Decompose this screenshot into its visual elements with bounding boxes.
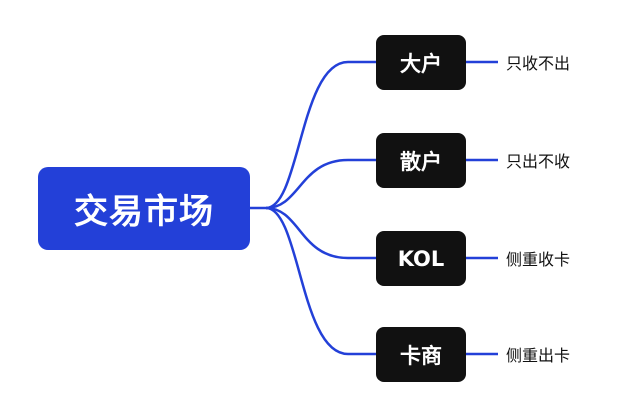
leaf-node-label: 侧重收卡 [506,250,571,269]
leaf-node-label: 只出不收 [506,152,571,171]
leaf-node-card-dealer[interactable]: 侧重出卡 [506,342,570,366]
root-node[interactable]: 交易市场 [38,167,250,250]
connector-branch-0 [250,60,376,210]
branch-node-label: 卡商 [400,343,442,368]
connector-branch-3 [265,206,376,356]
leaf-node-label: 只收不出 [506,54,571,73]
leaf-node-big-holder[interactable]: 只收不出 [506,50,570,74]
branch-node-kol[interactable]: KOL [376,231,466,286]
leaf-node-kol[interactable]: 侧重收卡 [506,246,570,270]
leaf-node-retail[interactable]: 只出不收 [506,148,570,172]
branch-node-big-holder[interactable]: 大户 [376,35,466,90]
branch-node-card-dealer[interactable]: 卡商 [376,327,466,382]
branch-node-label: 大户 [400,51,442,76]
connector-branch-1 [265,158,376,210]
leaf-node-label: 侧重出卡 [506,346,571,365]
connector-branch-2 [265,206,376,260]
branch-node-label: KOL [397,246,445,271]
branch-node-label: 散户 [400,149,442,174]
root-node-label: 交易市场 [74,192,214,232]
branch-node-retail[interactable]: 散户 [376,133,466,188]
